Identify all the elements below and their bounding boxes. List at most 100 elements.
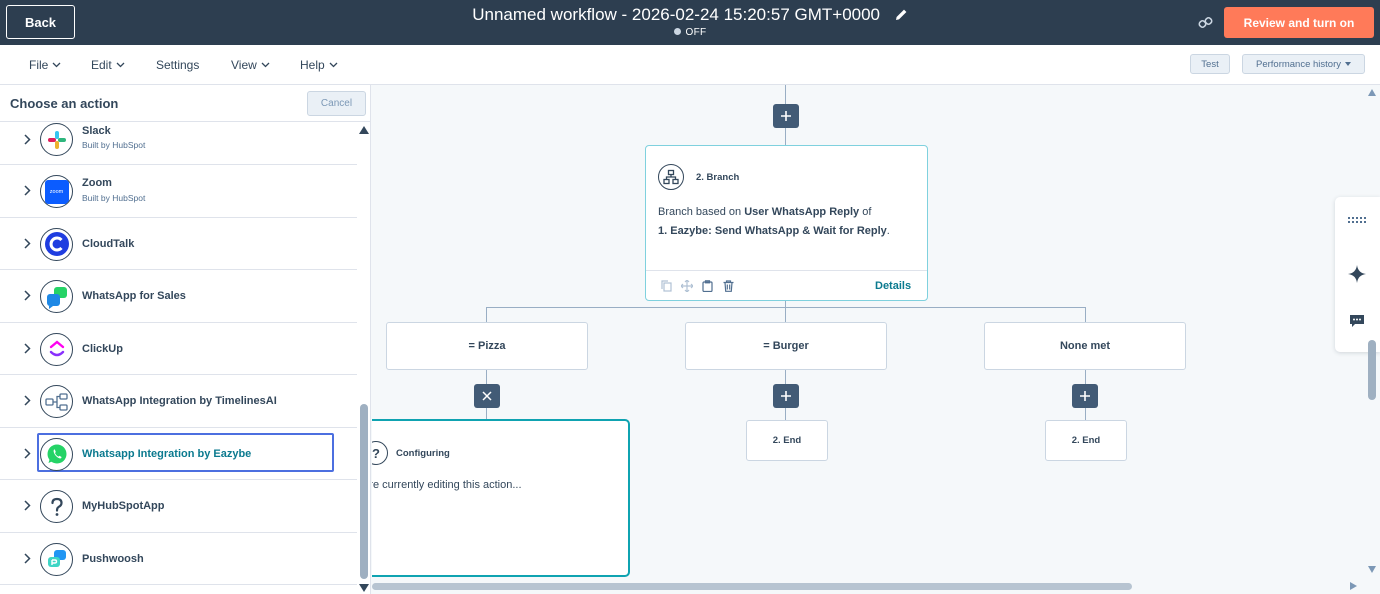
canvas-hscroll-thumb[interactable] [372,583,1132,590]
chevron-right-icon [24,552,31,564]
branch-card-footer: Details [646,270,927,301]
chevron-right-icon [24,342,31,354]
app-name: WhatsApp for Sales [82,290,186,302]
details-link[interactable]: Details [875,280,912,292]
whatsapp-logo-icon [40,437,73,471]
status-text: OFF [685,27,707,38]
scroll-down-arrow-icon[interactable] [1368,566,1376,573]
app-row-clickup[interactable]: ClickUp [0,323,357,375]
branch-split-line [486,307,1086,308]
workflow-title-text[interactable]: Unnamed workflow - 2026-02-24 15:20:57 G… [472,5,881,24]
menu-edit-label: Edit [91,58,112,72]
selection-outline [37,432,334,472]
scroll-down-arrow-icon[interactable] [359,584,369,592]
app-name: MyHubSpotApp [82,500,165,512]
connector-line [1085,307,1086,322]
app-row-timelinesai[interactable]: WhatsApp Integration by TimelinesAI [0,375,357,428]
branch-burger[interactable]: = Burger [685,322,887,370]
chevron-down-icon [261,62,270,68]
grid-icon[interactable] [1348,216,1366,224]
copy-icon[interactable] [661,280,672,292]
add-action-button[interactable] [773,384,799,408]
configuring-action-card[interactable]: ? Configuring u are currently editing th… [372,419,630,577]
clipboard-icon[interactable] [702,280,713,292]
chevron-down-icon [116,62,125,68]
connector-line [785,307,786,322]
panel-header: Choose an action Cancel [0,85,370,122]
workflow-title[interactable]: Unnamed workflow - 2026-02-24 15:20:57 G… [0,5,1380,26]
branch-desc-prefix: Branch based on [658,206,745,218]
app-row-zoom[interactable]: zoom Zoom Built by HubSpot [0,165,357,218]
app-name: Slack [82,125,111,137]
chat-icon[interactable] [1349,314,1365,328]
branch-desc-mid: of [859,206,872,218]
canvas-scroll-thumb[interactable] [1368,340,1376,400]
sparkle-icon[interactable] [1348,265,1366,283]
canvas-horizontal-scrollbar[interactable] [372,579,1364,594]
app-subtitle: Built by HubSpot [82,193,146,203]
app-name: Whatsapp Integration by Eazybe [82,447,252,460]
close-action-button[interactable] [474,384,500,408]
chevron-down-icon [52,62,61,68]
review-and-turn-on-button[interactable]: Review and turn on [1224,7,1374,38]
cloudtalk-logo-icon [40,227,73,261]
caret-down-icon [1345,62,1351,66]
app-name: ClickUp [82,342,123,355]
panel-title: Choose an action [10,96,119,111]
plus-icon [781,391,791,401]
chevron-right-icon [24,500,31,511]
app-row-pushwoosh[interactable]: Pushwoosh [0,533,357,585]
canvas-vertical-scrollbar[interactable] [1364,85,1380,580]
question-mark-icon [40,490,73,523]
test-button[interactable]: Test [1190,54,1230,74]
panel-scrollbar[interactable] [358,122,370,594]
plus-icon [781,111,791,121]
app-name: Pushwoosh [82,552,144,565]
link-icon[interactable] [1198,15,1213,35]
back-button[interactable]: Back [6,5,75,39]
add-action-button[interactable] [773,104,799,128]
scroll-right-arrow-icon[interactable] [1350,582,1357,590]
panel-scroll-thumb[interactable] [360,404,368,579]
choose-action-panel: Choose an action Cancel Slack Built by H… [0,85,371,594]
chevron-right-icon [24,447,31,459]
top-bar: Back Unnamed workflow - 2026-02-24 15:20… [0,0,1380,45]
end-node[interactable]: 2. End [746,420,828,461]
chevron-right-icon [24,185,31,196]
menu-settings[interactable]: Settings [156,58,199,72]
branch-action-card[interactable]: 2. Branch Branch based on User WhatsApp … [645,145,928,301]
menu-edit[interactable]: Edit [91,58,125,72]
menu-file[interactable]: File [29,58,61,72]
app-row-eazybe[interactable]: Whatsapp Integration by Eazybe [0,428,357,480]
app-row-cloudtalk[interactable]: CloudTalk [0,218,357,270]
scroll-up-arrow-icon[interactable] [359,126,369,134]
menu-help[interactable]: Help [300,58,338,72]
chevron-right-icon [24,395,31,406]
add-action-button[interactable] [1072,384,1098,408]
end-node[interactable]: 2. End [1045,420,1127,461]
menu-help-label: Help [300,58,325,72]
cancel-button[interactable]: Cancel [307,91,366,116]
chevron-right-icon [24,237,31,249]
menu-settings-label: Settings [156,58,200,72]
menu-view[interactable]: View [231,58,270,72]
trash-icon[interactable] [723,280,734,292]
scroll-up-arrow-icon[interactable] [1368,89,1376,96]
workflow-canvas[interactable]: 2. Branch Branch based on User WhatsApp … [372,85,1380,594]
app-name: WhatsApp Integration by TimelinesAI [82,395,277,407]
performance-history-button[interactable]: Performance history [1242,54,1365,74]
chevron-right-icon [24,134,31,145]
status-dot-icon [673,28,681,35]
branch-pizza[interactable]: = Pizza [386,322,588,370]
pencil-icon[interactable] [895,6,908,26]
app-row-slack[interactable]: Slack Built by HubSpot [0,122,357,165]
question-mark-icon: ? [372,441,388,465]
app-row-myhubspotapp[interactable]: MyHubSpotApp [0,480,357,533]
pushwoosh-logo-icon [40,542,73,576]
plus-icon [1080,391,1090,401]
branch-title: 2. Branch [696,172,740,183]
app-row-whatsapp-for-sales[interactable]: WhatsApp for Sales [0,270,357,323]
branch-none-met[interactable]: None met [984,322,1186,370]
branch-source-action: 1. Eazybe: Send WhatsApp & Wait for Repl… [658,225,887,237]
move-icon[interactable] [681,280,693,292]
